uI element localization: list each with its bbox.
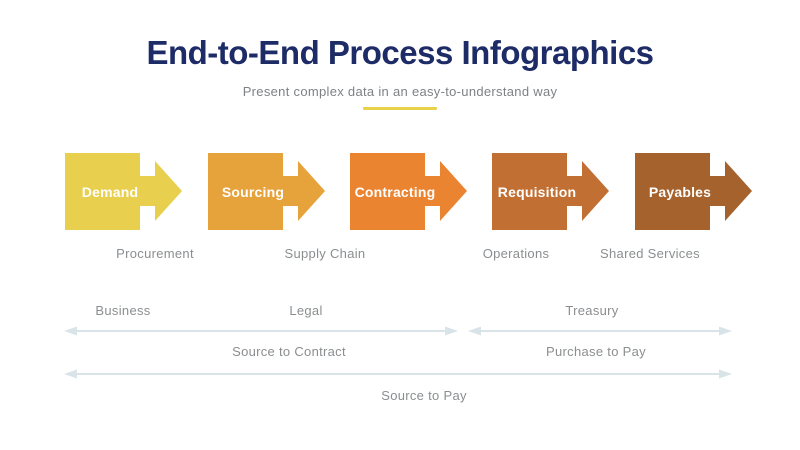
step-label: Sourcing (221, 184, 285, 200)
process-step-contracting: Contracting (350, 153, 468, 231)
department-label-treasury: Treasury (565, 303, 619, 318)
process-step-demand: Demand (65, 153, 183, 231)
step-label: Payables (648, 184, 712, 200)
left-arrowhead-icon (64, 369, 77, 379)
page-subtitle: Present complex data in an easy-to-under… (242, 84, 558, 99)
function-label-procurement: Procurement (116, 246, 194, 261)
title-underline-decoration (363, 107, 437, 110)
function-label-operations: Operations (482, 246, 550, 261)
purchase-to-pay-double-arrow (468, 326, 732, 336)
function-label-shared-services: Shared Services (600, 246, 700, 261)
left-arrowhead-icon (64, 326, 77, 336)
span-label-purchase-to-pay: Purchase to Pay (546, 344, 646, 359)
right-arrow-shape-icon (492, 153, 609, 230)
right-arrow-shape-icon (65, 153, 182, 230)
process-step-sourcing: Sourcing (208, 153, 326, 231)
step-label: Contracting (354, 184, 436, 200)
span-label-source-to-pay: Source to Pay (381, 388, 467, 403)
process-step-payables: Payables (635, 153, 753, 231)
right-arrow-shape-icon (208, 153, 325, 230)
step-label: Requisition (497, 184, 577, 200)
source-to-contract-double-arrow (64, 326, 458, 336)
right-arrowhead-icon (445, 326, 458, 336)
function-label-supply-chain: Supply Chain (284, 246, 366, 261)
page-title: End-to-End Process Infographics (146, 34, 654, 71)
left-arrowhead-icon (468, 326, 481, 336)
source-to-pay-double-arrow (64, 369, 732, 379)
right-arrow-shape-icon (635, 153, 752, 230)
right-arrowhead-icon (719, 369, 732, 379)
department-label-business: Business (95, 303, 151, 318)
right-arrowhead-icon (719, 326, 732, 336)
step-label: Demand (81, 184, 139, 200)
right-arrow-shape-icon (350, 153, 467, 230)
process-step-requisition: Requisition (492, 153, 610, 231)
department-label-legal: Legal (289, 303, 323, 318)
span-label-source-to-contract: Source to Contract (232, 344, 346, 359)
